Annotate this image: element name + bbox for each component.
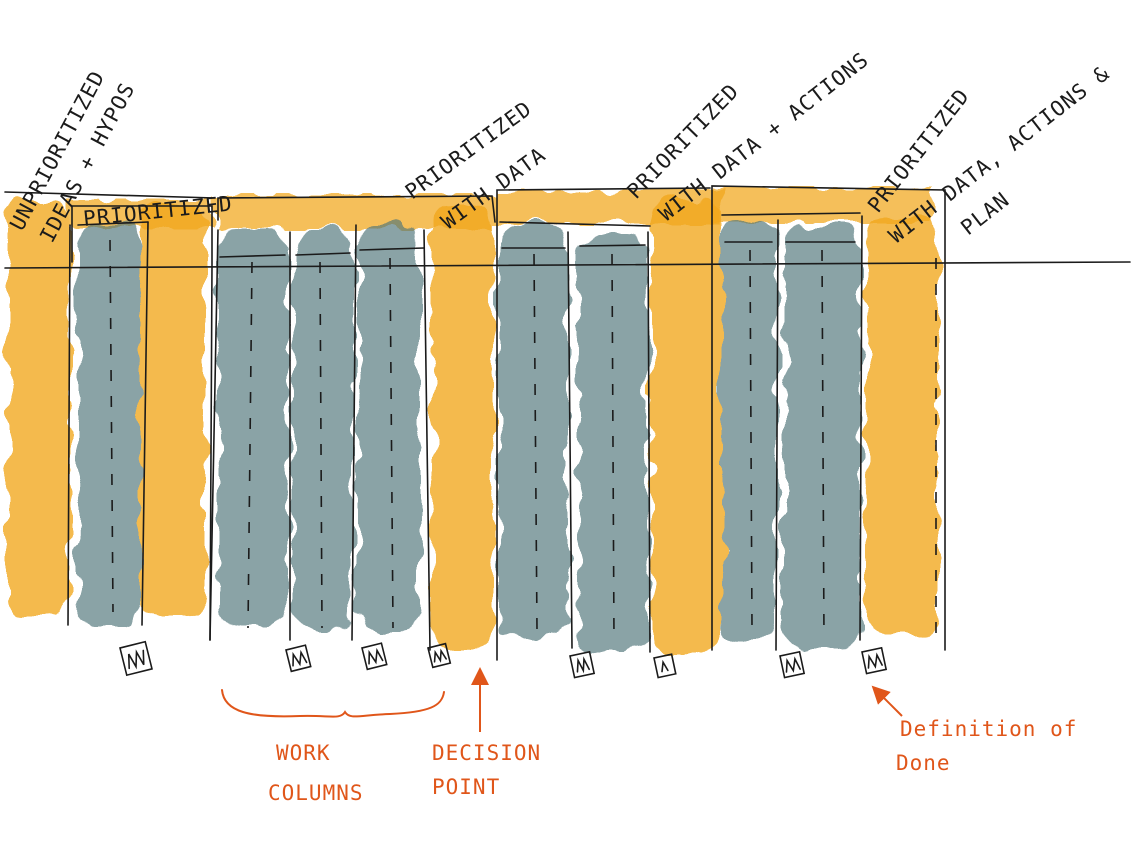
label-columns: COLUMNS <box>268 781 364 805</box>
wip-tag-icon <box>653 653 677 679</box>
split-line-2 <box>247 261 253 629</box>
divider-work-c <box>351 224 357 641</box>
work-columns-brace <box>221 689 445 718</box>
queue-column-prioritized <box>140 205 205 620</box>
stage-label-prioritized-2: PRIORITIZED <box>401 96 537 204</box>
work-top-7 <box>579 244 646 247</box>
divider-work-f <box>647 231 651 653</box>
work-column-7 <box>722 220 777 640</box>
wip-limit-tags <box>119 640 888 679</box>
work-top-8 <box>721 212 861 216</box>
divider-left <box>67 224 71 626</box>
stage-header-bands <box>70 188 932 229</box>
work-column-4 <box>358 225 420 630</box>
bracket-with-plan <box>711 185 946 651</box>
work-column-1 <box>78 225 140 625</box>
header-band-prioritized <box>70 200 210 228</box>
split-line-7 <box>749 249 753 629</box>
label-decision: DECISION <box>432 741 541 765</box>
split-line-4 <box>389 257 394 629</box>
work-top-1 <box>77 221 149 226</box>
queue-columns <box>8 200 938 655</box>
divider-work-a <box>209 229 219 641</box>
split-line-1 <box>109 239 114 613</box>
work-column-splits <box>109 239 937 641</box>
divider-work-h <box>859 215 863 641</box>
header-band-with-plan <box>712 188 932 222</box>
divider-work-d <box>423 229 431 651</box>
work-top-3 <box>295 252 351 256</box>
work-column-2 <box>218 230 288 625</box>
header-band-with-data-actions <box>495 190 720 224</box>
divider-work-e <box>567 231 573 649</box>
wip-tag-icon <box>861 646 888 675</box>
bracket-prioritized <box>71 205 213 641</box>
split-line-5 <box>533 253 538 631</box>
work-column-5 <box>500 225 568 635</box>
annotations: WORK COLUMNS DECISION POINT Definition o… <box>221 667 1077 805</box>
queue-column-with-data <box>432 205 494 650</box>
queue-column-unprioritized <box>8 200 70 615</box>
queue-column-with-plan <box>866 215 938 635</box>
top-border-line <box>4 191 216 199</box>
wip-tag-icon <box>119 640 153 677</box>
label-definition-of: Definition of <box>900 717 1077 741</box>
divider-queue-a <box>141 221 149 626</box>
wip-tag-icon <box>779 650 806 679</box>
header-band-with-data <box>215 195 495 229</box>
column-outlines <box>4 185 1131 661</box>
label-work: WORK <box>276 741 331 765</box>
label-done: Done <box>896 751 951 775</box>
work-top-2 <box>219 254 286 258</box>
work-top-5 <box>499 221 651 227</box>
divider-work-g <box>775 219 779 651</box>
definition-of-done-arrow <box>871 685 903 717</box>
wip-tag-icon <box>427 642 452 669</box>
bracket-with-data-actions <box>496 187 711 661</box>
bracket-with-data <box>217 195 496 223</box>
wip-tag-icon <box>569 650 596 679</box>
wip-tag-icon <box>361 642 388 671</box>
split-line-6 <box>611 253 615 641</box>
wip-tag-icon <box>285 644 312 673</box>
label-point: POINT <box>432 775 500 799</box>
work-top-4 <box>359 247 425 251</box>
work-column-3 <box>293 230 353 630</box>
split-line-3 <box>319 261 323 629</box>
queue-column-with-data-actions <box>652 200 722 655</box>
